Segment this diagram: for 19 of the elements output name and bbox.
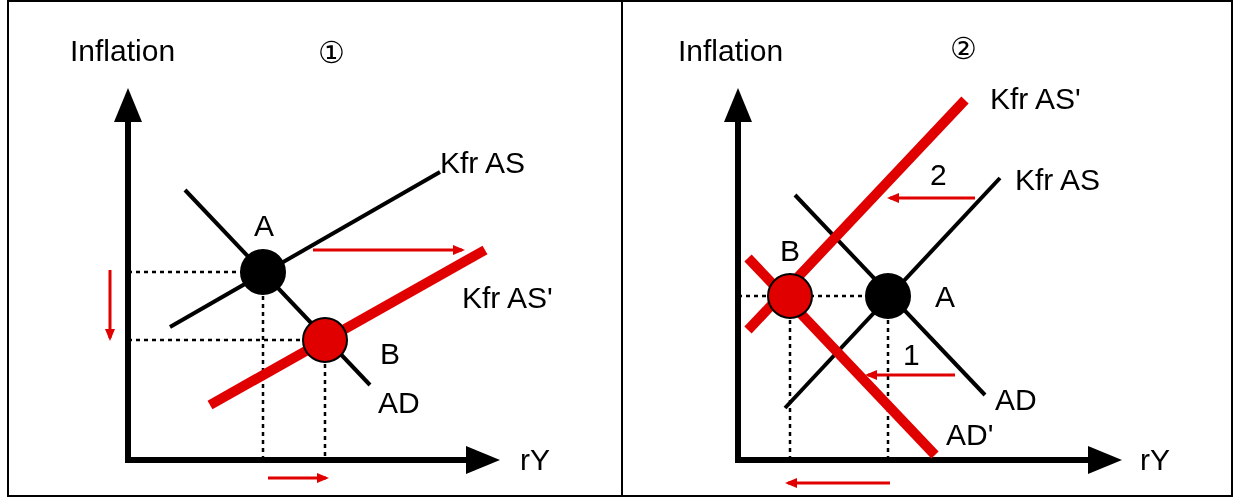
step-number: 1: [903, 340, 920, 370]
panel-number: ①: [318, 38, 345, 68]
point-label: A: [935, 282, 955, 312]
axis-label: Inflation: [70, 36, 176, 66]
point-label: B: [380, 339, 400, 369]
curve-label: AD': [946, 420, 994, 450]
curve-label: Kfr AS: [440, 148, 526, 178]
panel-number: ②: [950, 34, 977, 64]
curve-label: Kfr AS': [462, 283, 553, 313]
point-label: B: [780, 236, 800, 266]
curve-label: Kfr AS': [990, 84, 1081, 114]
curve-label: Kfr AS: [1015, 165, 1101, 195]
step-number: 2: [930, 160, 947, 190]
point-label: A: [254, 211, 274, 241]
axis-label: Inflation: [678, 36, 784, 66]
curve-label: AD: [378, 388, 420, 418]
axis-label: rY: [1140, 445, 1170, 475]
axis-label: rY: [520, 445, 550, 475]
curve-label: AD: [995, 385, 1037, 415]
